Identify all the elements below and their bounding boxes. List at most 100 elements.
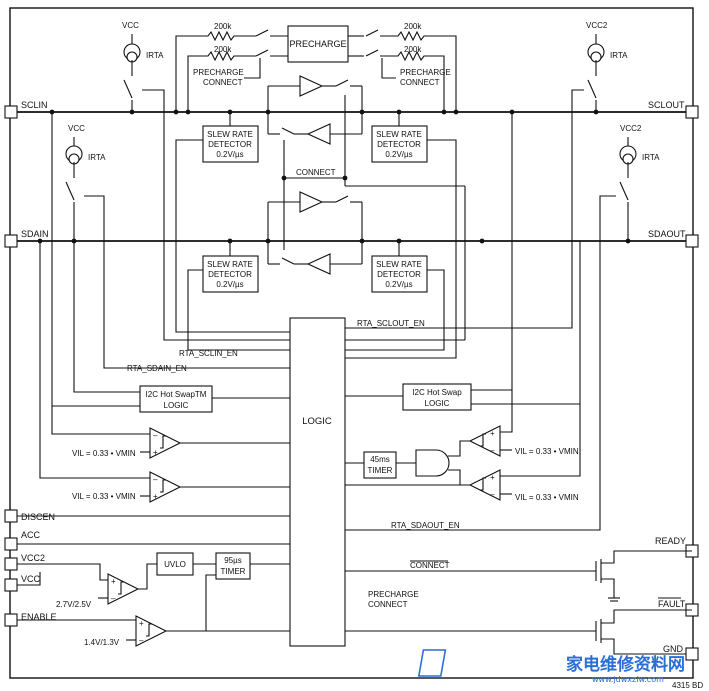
chip-outline <box>9 7 694 679</box>
r200k-label-3: 200k <box>404 22 422 31</box>
pin-label-acc: ACC <box>21 530 41 540</box>
rta-switch-1 <box>123 79 133 99</box>
svg-text:SLEW RATE: SLEW RATE <box>376 130 422 139</box>
vcc2-label-2: VCC2 <box>620 124 642 133</box>
switch-1 <box>255 29 269 37</box>
rta-sdaout-en-wire <box>345 195 616 531</box>
pin-label-vcc: VCC <box>21 574 41 584</box>
hotswap-logic-right <box>402 383 472 411</box>
nmos-fault <box>595 609 692 655</box>
svg-text:–: – <box>490 490 495 499</box>
pin-discen <box>4 509 18 523</box>
connect-out-label: CONNECT <box>410 561 450 570</box>
hotswap-logic-left <box>139 385 213 413</box>
rta-sclout-en-label: RTA_SCLOUT_EN <box>357 319 425 328</box>
vil-label-right-2: VIL = 0.33 • VMIN <box>515 493 579 502</box>
watermark-logo-icon <box>417 649 447 677</box>
pin-label-sdain: SDAIN <box>21 229 49 239</box>
pin-label-sdaout: SDAOUT <box>648 229 686 239</box>
pin-label-gnd: GND <box>663 644 684 654</box>
buffer-switch-scl-2 <box>281 127 295 135</box>
timer-95us <box>215 552 251 580</box>
svg-text:+: + <box>153 448 158 457</box>
pin-label-sclout: SCLOUT <box>648 100 685 110</box>
buffer-switch-scl-1 <box>335 79 349 87</box>
pc-connect-left-1: PRECHARGE <box>193 68 244 77</box>
resistor-4 <box>380 50 445 112</box>
pin-acc <box>4 537 18 551</box>
pin-sdain <box>4 234 18 248</box>
pin-sclout <box>685 105 699 119</box>
svg-text:LOGIC: LOGIC <box>164 401 189 410</box>
switch-2 <box>255 49 269 57</box>
buffer-switch-sda-1 <box>335 195 349 203</box>
vil-label-left-2: VIL = 0.33 • VMIN <box>72 492 136 501</box>
vcc-label-1: VCC <box>122 21 139 30</box>
pin-enable <box>4 613 18 627</box>
svg-text:DETECTOR: DETECTOR <box>208 270 252 279</box>
uv-vcc2-label: 2.7V/2.5V <box>56 600 92 609</box>
svg-text:+: + <box>111 577 116 586</box>
r200k-label-2: 200k <box>214 45 232 54</box>
and-gate <box>415 449 450 477</box>
nmos-ready <box>595 550 692 602</box>
rta-sclin-en-label: RTA_SCLIN_EN <box>179 349 238 358</box>
pin-vcc <box>4 578 18 592</box>
logic-block <box>289 317 346 647</box>
resistor-2 <box>187 50 256 112</box>
buffer-sda-fwd <box>299 191 324 213</box>
pin-label-vcc2: VCC2 <box>21 553 45 563</box>
buffer-scl-fwd <box>299 75 324 97</box>
watermark-text: 家电维修资料网 <box>566 654 685 675</box>
pc-connect-right-1: PRECHARGE <box>400 68 451 77</box>
precharge-out-2: CONNECT <box>368 600 408 609</box>
comparator-right-2 <box>468 469 501 501</box>
switch-4 <box>365 49 379 57</box>
svg-text:–: – <box>153 475 158 484</box>
precharge-label: PRECHARGE <box>289 39 346 49</box>
pc-arrow-right <box>381 58 396 79</box>
r200k-label-4: 200k <box>404 45 422 54</box>
pin-label-fault: FAULT <box>658 599 686 609</box>
pin-label-discen: DISCEN <box>21 512 55 522</box>
rta-sdain-en-label: RTA_SDAIN_EN <box>127 364 187 373</box>
svg-text:DETECTOR: DETECTOR <box>377 270 421 279</box>
svg-text:0.2V/µs: 0.2V/µs <box>385 280 412 289</box>
resistor-3 <box>380 30 457 112</box>
pin-sclin <box>4 105 18 119</box>
svg-text:DETECTOR: DETECTOR <box>377 140 421 149</box>
svg-text:0.2V/µs: 0.2V/µs <box>385 150 412 159</box>
rta-sdaout-en-label: RTA_SDAOUT_EN <box>391 521 460 530</box>
svg-text:TIMER: TIMER <box>368 466 393 475</box>
irta-label-3: IRTA <box>610 51 628 60</box>
vil-label-left-1: VIL = 0.33 • VMIN <box>72 449 136 458</box>
svg-text:+: + <box>153 492 158 501</box>
svg-text:0.2V/µs: 0.2V/µs <box>216 150 243 159</box>
rta-switch-4 <box>619 181 629 201</box>
uv-enable-label: 1.4V/1.3V <box>84 638 120 647</box>
irta-label-1: IRTA <box>146 51 164 60</box>
svg-text:SLEW RATE: SLEW RATE <box>207 260 253 269</box>
irta-label-2: IRTA <box>88 153 106 162</box>
vcc-label-2: VCC <box>68 124 85 133</box>
svg-text:DETECTOR: DETECTOR <box>208 140 252 149</box>
logic-label: LOGIC <box>302 416 332 427</box>
pc-arrow-left <box>244 58 261 79</box>
connect-label: CONNECT <box>296 168 336 177</box>
irta-label-4: IRTA <box>642 153 660 162</box>
rta-switch-2 <box>65 181 75 201</box>
timer-45ms <box>363 451 397 479</box>
svg-text:TIMER: TIMER <box>221 567 246 576</box>
vil-label-right-1: VIL = 0.33 • VMIN <box>515 447 579 456</box>
vcc2-label-1: VCC2 <box>586 21 608 30</box>
watermark-sub: www.jdwxzlw.com <box>592 675 664 684</box>
svg-text:SLEW RATE: SLEW RATE <box>376 260 422 269</box>
slew-rate-detector-br <box>371 255 428 293</box>
svg-text:I2C Hot SwapTM: I2C Hot SwapTM <box>146 390 207 399</box>
svg-text:–: – <box>153 431 158 440</box>
pin-sdaout <box>685 234 699 248</box>
svg-text:45ms: 45ms <box>370 455 390 464</box>
svg-text:+: + <box>139 619 144 628</box>
svg-text:–: – <box>139 636 144 645</box>
